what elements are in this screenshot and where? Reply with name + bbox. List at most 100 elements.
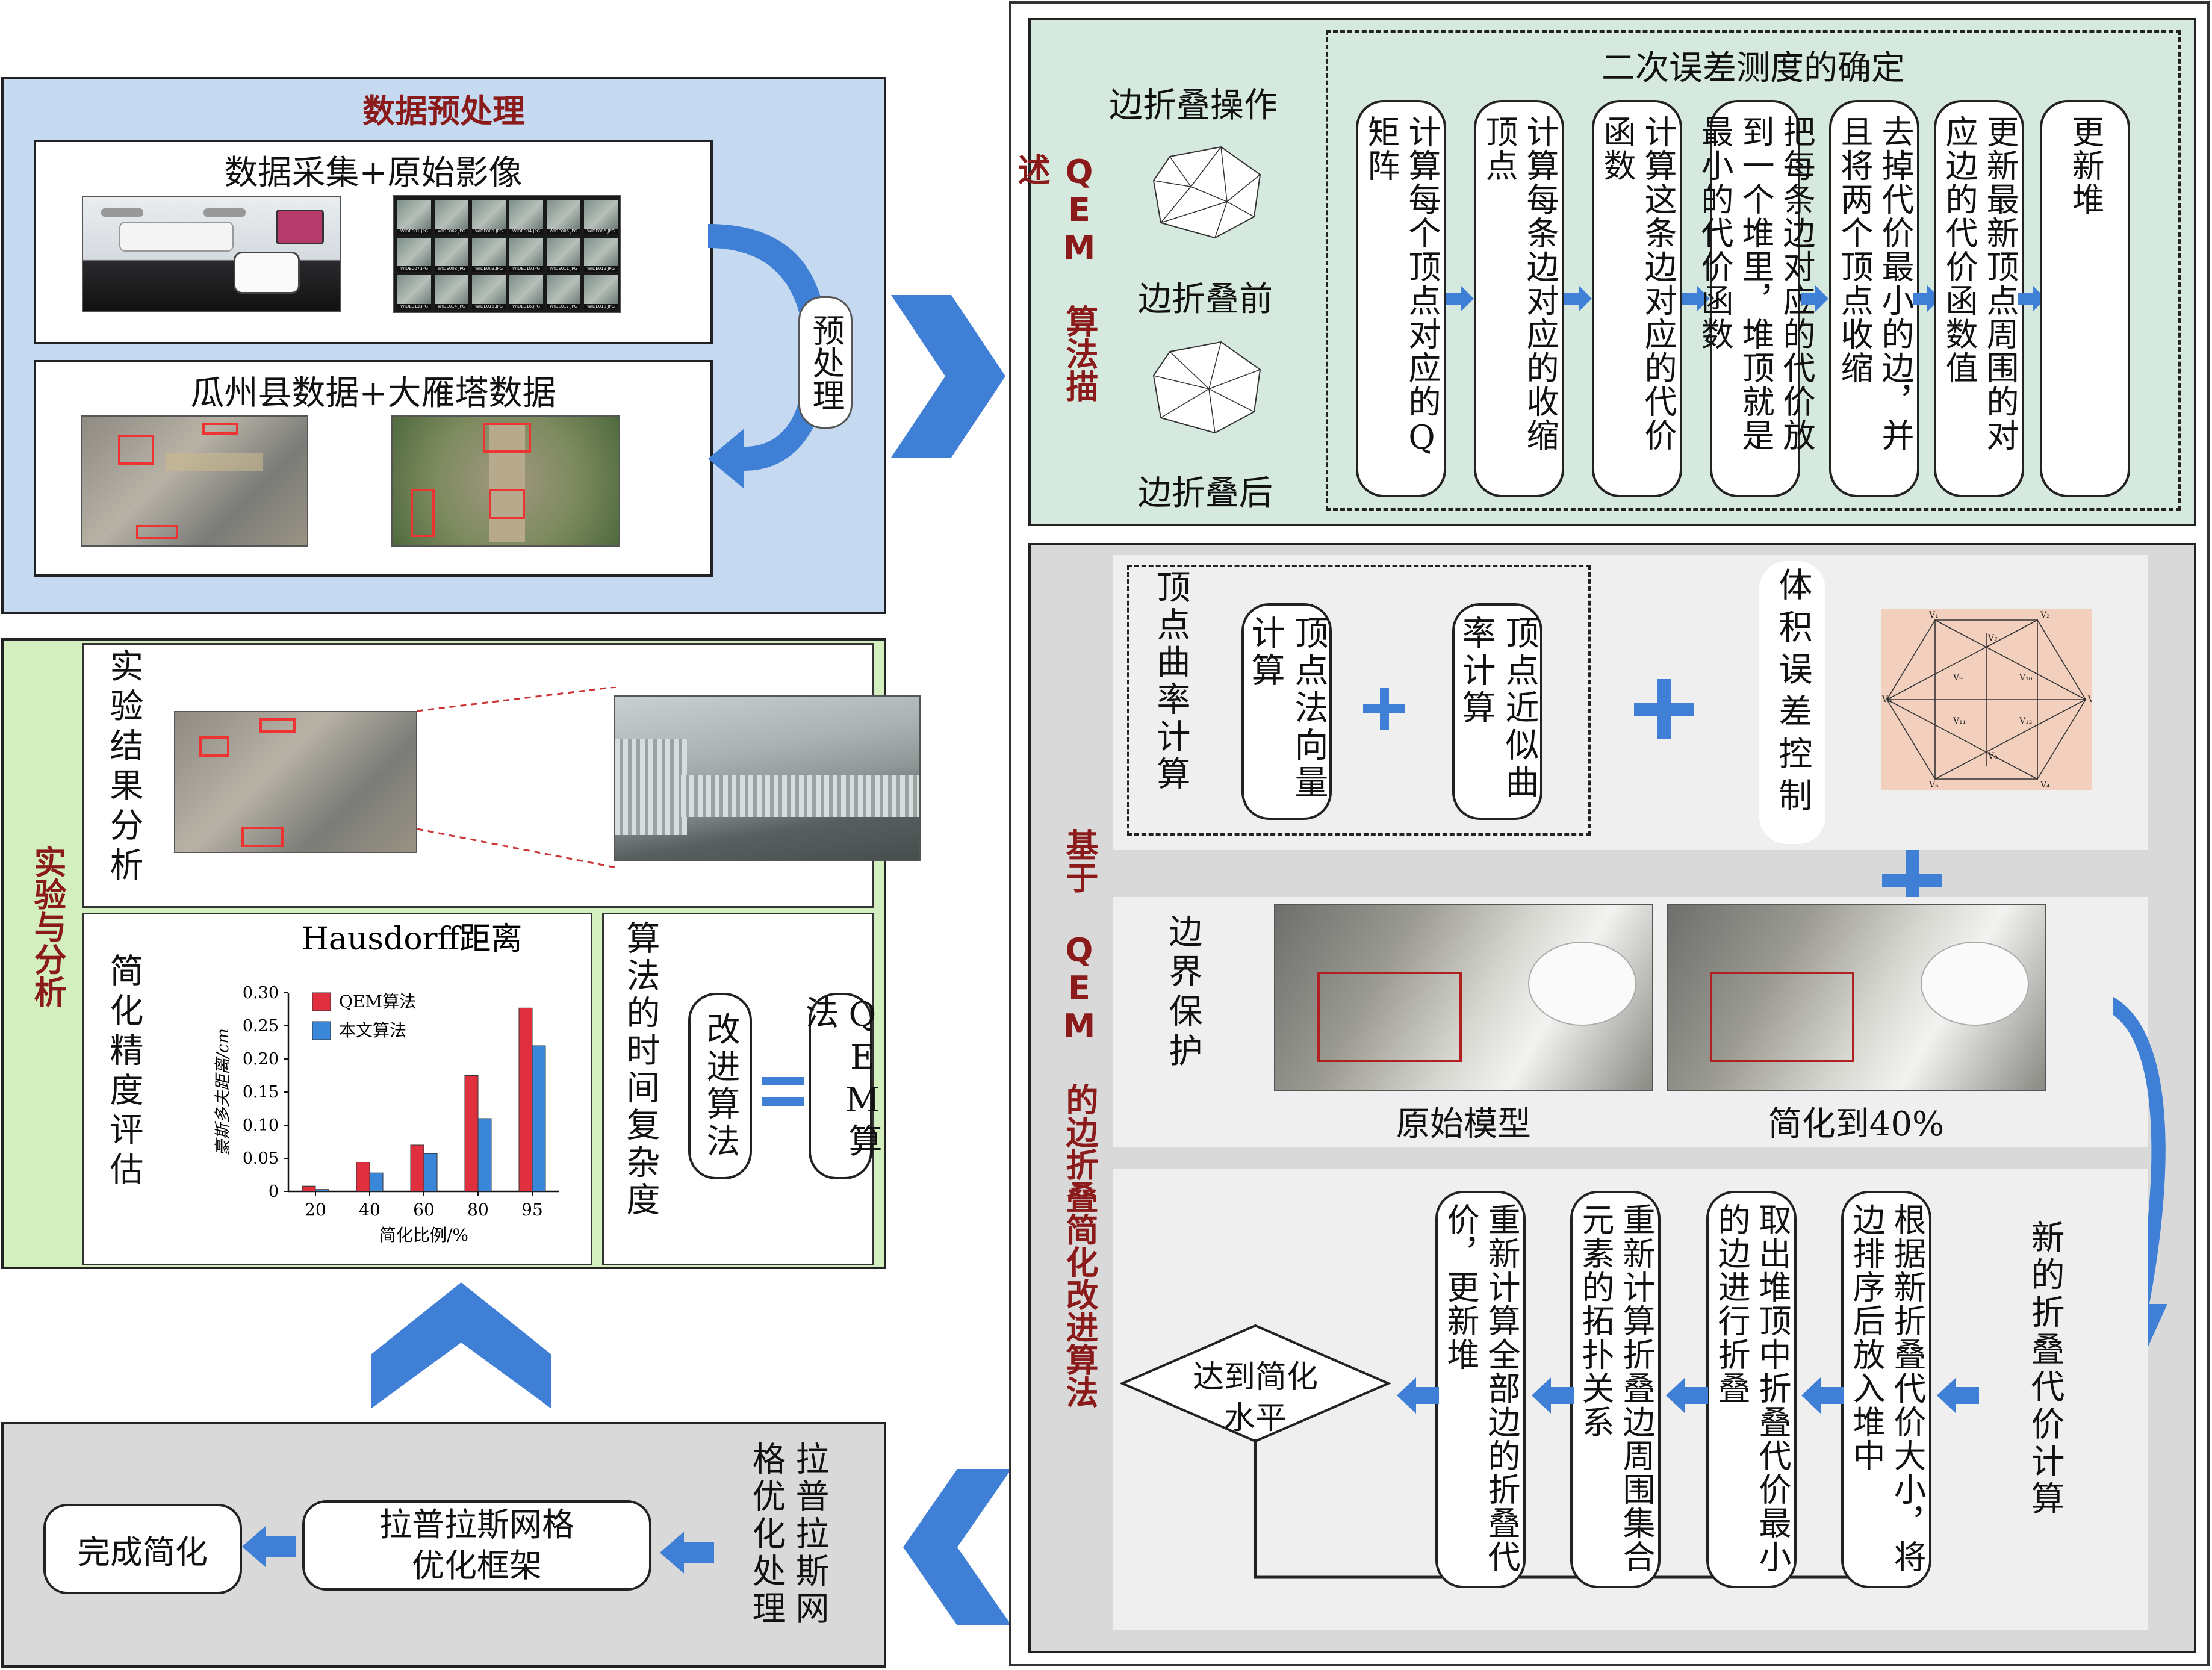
x-tick-label: 60 [413,1200,435,1220]
bar-qem [518,1007,533,1192]
arrow-right-icon [2018,285,2046,312]
hexagon-vertex-label: V₃ [2087,695,2092,704]
hexagon-vertex-label: V₁₁ [1953,716,1966,726]
x-axis-label: 简化比例/% [379,1225,468,1245]
dataset-box: 瓜州县数据+大雁塔数据 [34,360,713,577]
raw-image-thumbnail: WIDE003.JPG [472,200,506,234]
arrow-right-icon [1801,285,1828,312]
hexagon-vertex-label: V₄ [2040,780,2050,790]
qem-step-box: 去掉代价最小的边，并且将两个顶点收缩 [1829,100,1919,497]
quadric-error-dashed-box [1326,30,2181,511]
qem-step-text: 去掉代价最小的边，并且将两个顶点收缩 [1835,115,1914,452]
arrow-right-icon [1446,285,1474,312]
y-tick-label: 0 [269,1182,279,1201]
volume-error-box: 体积误差控制 [1759,561,1825,844]
raw-image-thumbnail: WIDE016.JPG [509,275,543,309]
flow-step-text: 取出堆顶中折叠代价最小的边进行折叠 [1712,1203,1791,1574]
preprocess-curved-arrow [708,224,828,489]
edge-collapse-after-label: 边折叠后 [1138,474,1273,513]
hexagon-vertex-label: V₅ [1928,780,1939,790]
flow-step-text: 重新计算折叠边周围集合元素的拓扑关系 [1576,1203,1655,1574]
time-complexity-title: 算法的时间复杂度 [621,920,660,1219]
legend-label: 本文算法 [339,1020,406,1040]
qem-alg-box: QEM算法 [800,993,882,1179]
curvature-approx-text: 顶点近似曲率计算 [1456,615,1539,802]
chevron-right-icon [891,295,1005,458]
new-cost-title: 新的折叠代价计算 [2025,1220,2064,1518]
laplace-panel: 拉普拉斯网格优化处理 拉普拉斯网格优化框架 完成简化 [1,1422,886,1668]
preprocess-title: 数据预处理 [362,92,525,130]
flow-step-box: 重新计算全部边的折叠代价，更新堆 [1435,1191,1526,1588]
y-tick-label: 0.20 [243,1050,279,1069]
laplace-side-title: 拉普拉斯网格优化处理 [747,1441,829,1628]
thumbnail-label: WIDE013.JPG [397,304,431,309]
preprocess-label: 预处理 [798,296,853,429]
chevron-up-icon [371,1282,551,1409]
hexagon-vertex-label: V₁₂ [2019,716,2032,726]
x-tick-label: 40 [359,1200,381,1220]
raw-image-thumbnail: WIDE018.JPG [584,275,618,309]
raw-image-thumbnail: WIDE017.JPG [547,275,580,309]
raw-image-thumbnail: WIDE001.JPG [397,200,431,234]
normal-calc-text: 顶点法向量计算 [1246,615,1328,802]
y-tick-label: 0.25 [243,1017,279,1035]
x-tick-label: 95 [521,1200,543,1220]
qem-step-box: 计算每个顶点对应的Q矩阵 [1356,100,1446,497]
chart-title: Hausdorff距离 [302,921,523,957]
raw-image-thumbnail: WIDE002.JPG [435,200,468,234]
zoom-connector-lines [417,687,616,869]
thumbnail-label: WIDE009.JPG [472,266,506,272]
qem-step-box: 更新堆 [2040,100,2130,497]
bar-improved [477,1118,492,1192]
simplified-model-label: 简化到40% [1768,1105,1945,1144]
result-analysis-title: 实验结果分析 [104,648,143,887]
hexagon-vertex-label: V₂ [2040,610,2050,620]
y-axis-label: 豪斯多夫距离/cm [214,1028,232,1156]
hexagon-vertex-label: V₉ [1953,673,1963,683]
arrow-left-icon [242,1526,296,1568]
thumbnail-label: WIDE018.JPG [584,304,618,309]
qem-step-box: 计算每条边对应的收缩顶点 [1474,100,1564,497]
thumbnail-label: WIDE010.JPG [509,266,543,272]
arrow-left-icon [660,1532,714,1574]
bar-improved [532,1045,546,1192]
dayanta-aerial-photo [391,415,620,547]
y-tick-label: 0.10 [243,1116,279,1135]
y-tick-label: 0.05 [243,1149,279,1168]
bar-improved [315,1189,329,1192]
precision-title: 简化精度评估 [104,953,143,1191]
boundary-title: 边界保护 [1163,914,1202,1073]
flow-step-text: 根据新折叠代价大小，将边排序后放入堆中 [1847,1203,1926,1574]
bar-qem [410,1144,424,1192]
thumbnail-label: WIDE002.JPG [435,228,468,234]
raw-image-thumbnail: WIDE008.JPG [435,237,468,272]
quadric-error-title: 二次误差测度的确定 [1602,49,1905,88]
hexagon-volume-diagram: V₁V₂V₃V₄V₅V₆V₇V₈V₉V₁₀V₁₁V₁₂ [1881,609,2092,790]
thumbnail-label: WIDE012.JPG [584,266,618,272]
raw-image-thumbnail: WIDE009.JPG [472,237,506,272]
original-model-render [1274,904,1653,1091]
qem-step-box: 更新最新顶点周围的对应边的代价函数值 [1934,100,2024,497]
simplified-model-render [1667,904,2046,1091]
bar-improved [423,1153,438,1192]
thumbnail-label: WIDE006.JPG [584,228,618,234]
curvature-dashed-box [1127,565,1591,836]
result-aerial-photo [174,711,417,853]
thumbnail-label: WIDE003.JPG [472,228,506,234]
raw-image-thumbnail: WIDE004.JPG [509,200,543,234]
raw-image-thumbnail: WIDE011.JPG [547,237,580,272]
data-collection-title: 数据采集+原始影像 [224,154,523,193]
x-tick-label: 20 [305,1200,326,1220]
qem-alg-text: QEM算法 [800,995,882,1161]
raw-image-thumbnail: WIDE010.JPG [509,237,543,272]
thumbnail-label: WIDE015.JPG [472,304,506,309]
raw-image-thumbnail: WIDE015.JPG [472,275,506,309]
thumbnail-label: WIDE017.JPG [547,304,580,309]
thumbnail-label: WIDE008.JPG [435,266,468,272]
hexagon-vertex-label: V₈ [1987,751,1998,761]
arrow-left-icon [1532,1377,1574,1414]
thumbnail-label: WIDE014.JPG [435,304,468,309]
improved-alg-box: 改进算法 [688,993,752,1179]
curvature-approx-box: 顶点近似曲率计算 [1452,603,1542,820]
done-text: 完成简化 [78,1533,208,1571]
